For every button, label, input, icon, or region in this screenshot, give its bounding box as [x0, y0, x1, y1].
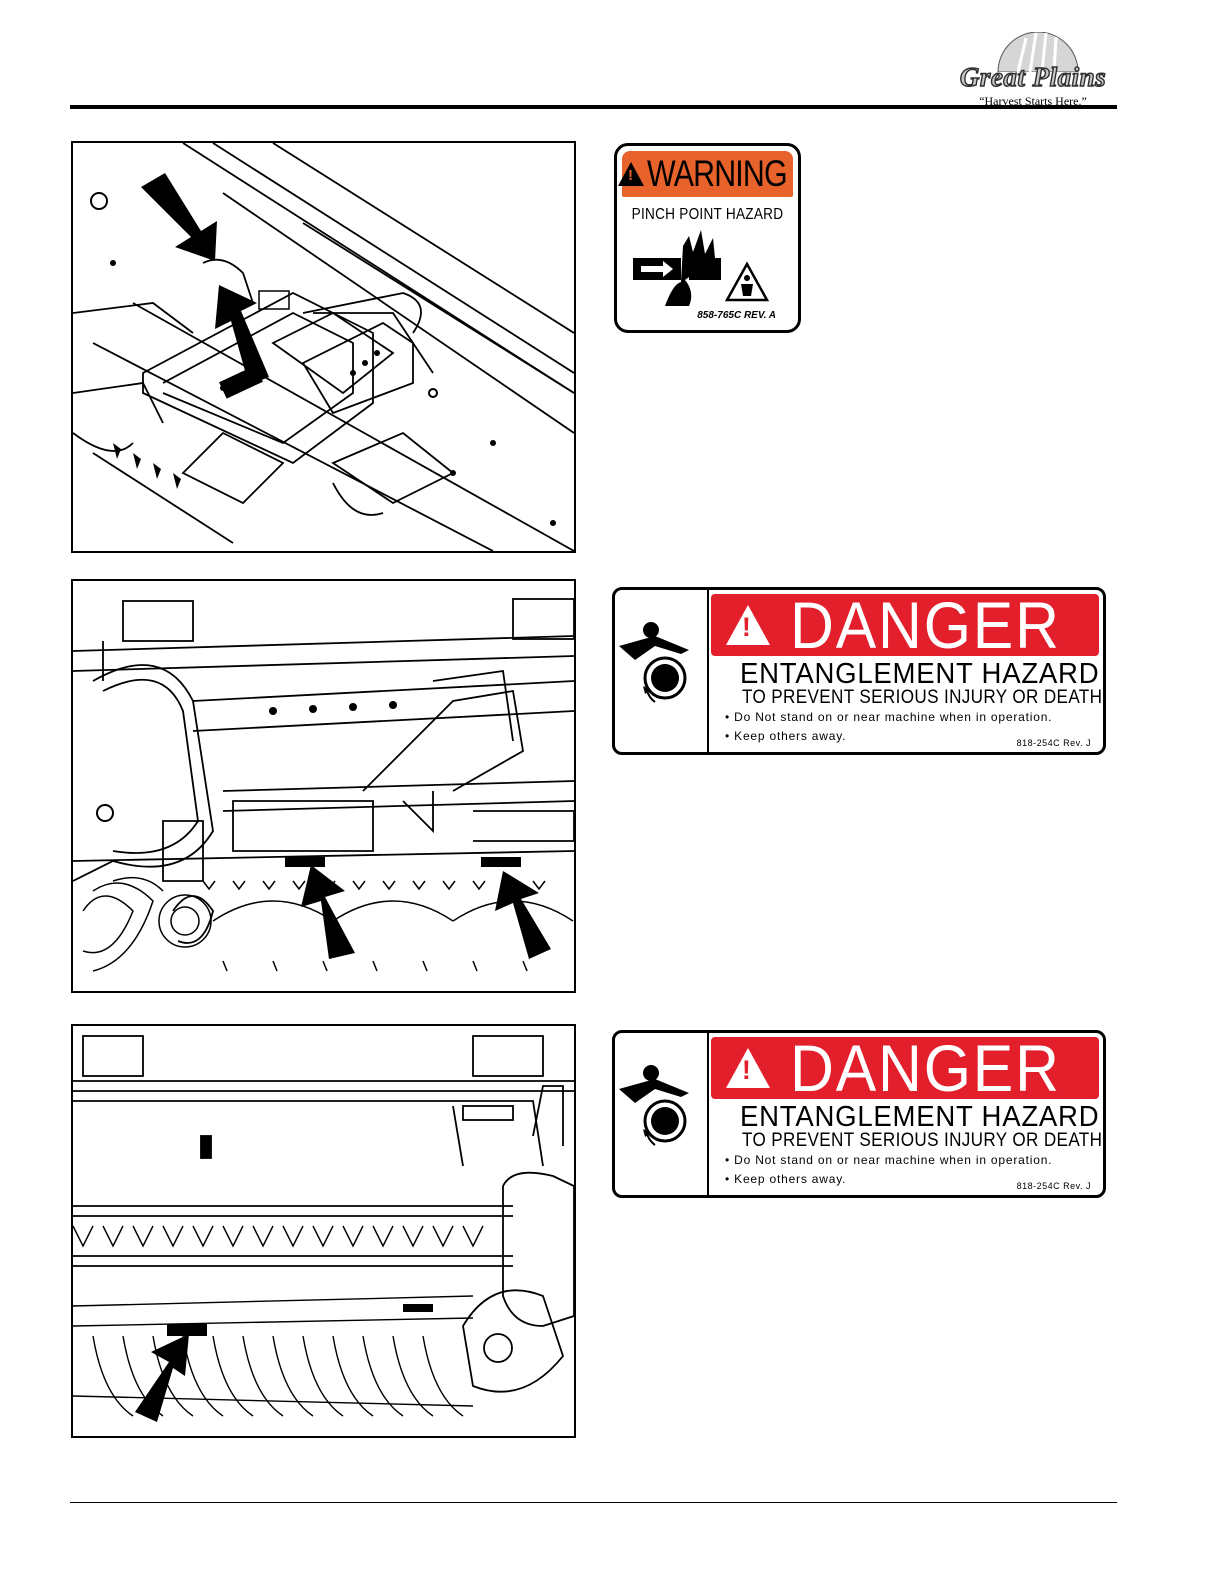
- warning-decal-code: 858-765C REV. A: [697, 310, 776, 321]
- arrow-icon: [495, 871, 551, 959]
- logo-wordmark: Great Plains: [959, 61, 1107, 92]
- danger-triangle-icon: !: [725, 1048, 770, 1088]
- figure-2-drawing: [73, 598, 574, 972]
- danger-prevent-text: TO PREVENT SERIOUS INJURY OR DEATH: [742, 1130, 1103, 1151]
- danger-instruction-2: • Keep others away.: [725, 729, 847, 743]
- danger-instruction-1: • Do Not stand on or near machine when i…: [725, 1153, 1053, 1167]
- danger-decal-code: 818-254C Rev. J: [1016, 738, 1091, 748]
- warning-header: ! WARNING: [618, 151, 793, 197]
- danger-header: ! DANGER: [711, 588, 1099, 662]
- warning-hazard-text: PINCH POINT HAZARD: [631, 206, 784, 223]
- logo-tagline: “Harvest Starts Here.”: [979, 94, 1087, 108]
- danger-decal-entanglement-2: ! DANGER ENTANGLEMENT HAZARD TO PREVENT …: [612, 1030, 1106, 1198]
- danger-triangle-icon: !: [725, 605, 770, 645]
- warning-triangle-icon: !: [618, 162, 644, 186]
- entanglement-pictogram: [615, 1033, 709, 1195]
- great-plains-logo: Great Plains “Harvest Starts Here.”: [948, 32, 1118, 108]
- danger-hazard-text: ENTANGLEMENT HAZARD: [740, 658, 1100, 690]
- danger-instruction-1: • Do Not stand on or near machine when i…: [725, 710, 1053, 724]
- figure-pinch-point-location: [71, 141, 576, 553]
- danger-hazard-text: ENTANGLEMENT HAZARD: [740, 1101, 1100, 1133]
- figure-entanglement-location-1: [71, 579, 576, 993]
- danger-prevent-text: TO PREVENT SERIOUS INJURY OR DEATH: [742, 687, 1103, 708]
- arrow-icon: [141, 173, 217, 261]
- figure-3-drawing: [73, 1035, 574, 1422]
- logo-sun-icon: [997, 32, 1079, 72]
- arrow-icon: [301, 865, 355, 959]
- footer-rule: [70, 1502, 1117, 1503]
- pinch-hand-icon: [633, 230, 770, 306]
- warning-decal-pinch-point: ! WARNING PINCH POINT HAZARD 858-765C RE…: [614, 143, 801, 333]
- figure-entanglement-location-2: [71, 1024, 576, 1438]
- danger-instruction-2: • Keep others away.: [725, 1172, 847, 1186]
- arrow-icon: [135, 1334, 189, 1422]
- danger-signal-word: DANGER: [789, 1031, 1061, 1105]
- warning-signal-word: WARNING: [647, 153, 788, 194]
- arrow-icon: [215, 285, 269, 399]
- rotor-entanglement-icon: [619, 622, 689, 703]
- danger-header: ! DANGER: [711, 1031, 1099, 1105]
- rotor-entanglement-icon: [619, 1065, 689, 1146]
- figure-1-drawing: [73, 143, 574, 551]
- entanglement-pictogram: [615, 590, 709, 752]
- danger-decal-entanglement-1: ! DANGER ENTANGLEMENT HAZARD TO PREVENT …: [612, 587, 1106, 755]
- danger-signal-word: DANGER: [789, 588, 1061, 662]
- header-rule: [70, 105, 1117, 109]
- danger-decal-code: 818-254C Rev. J: [1016, 1181, 1091, 1191]
